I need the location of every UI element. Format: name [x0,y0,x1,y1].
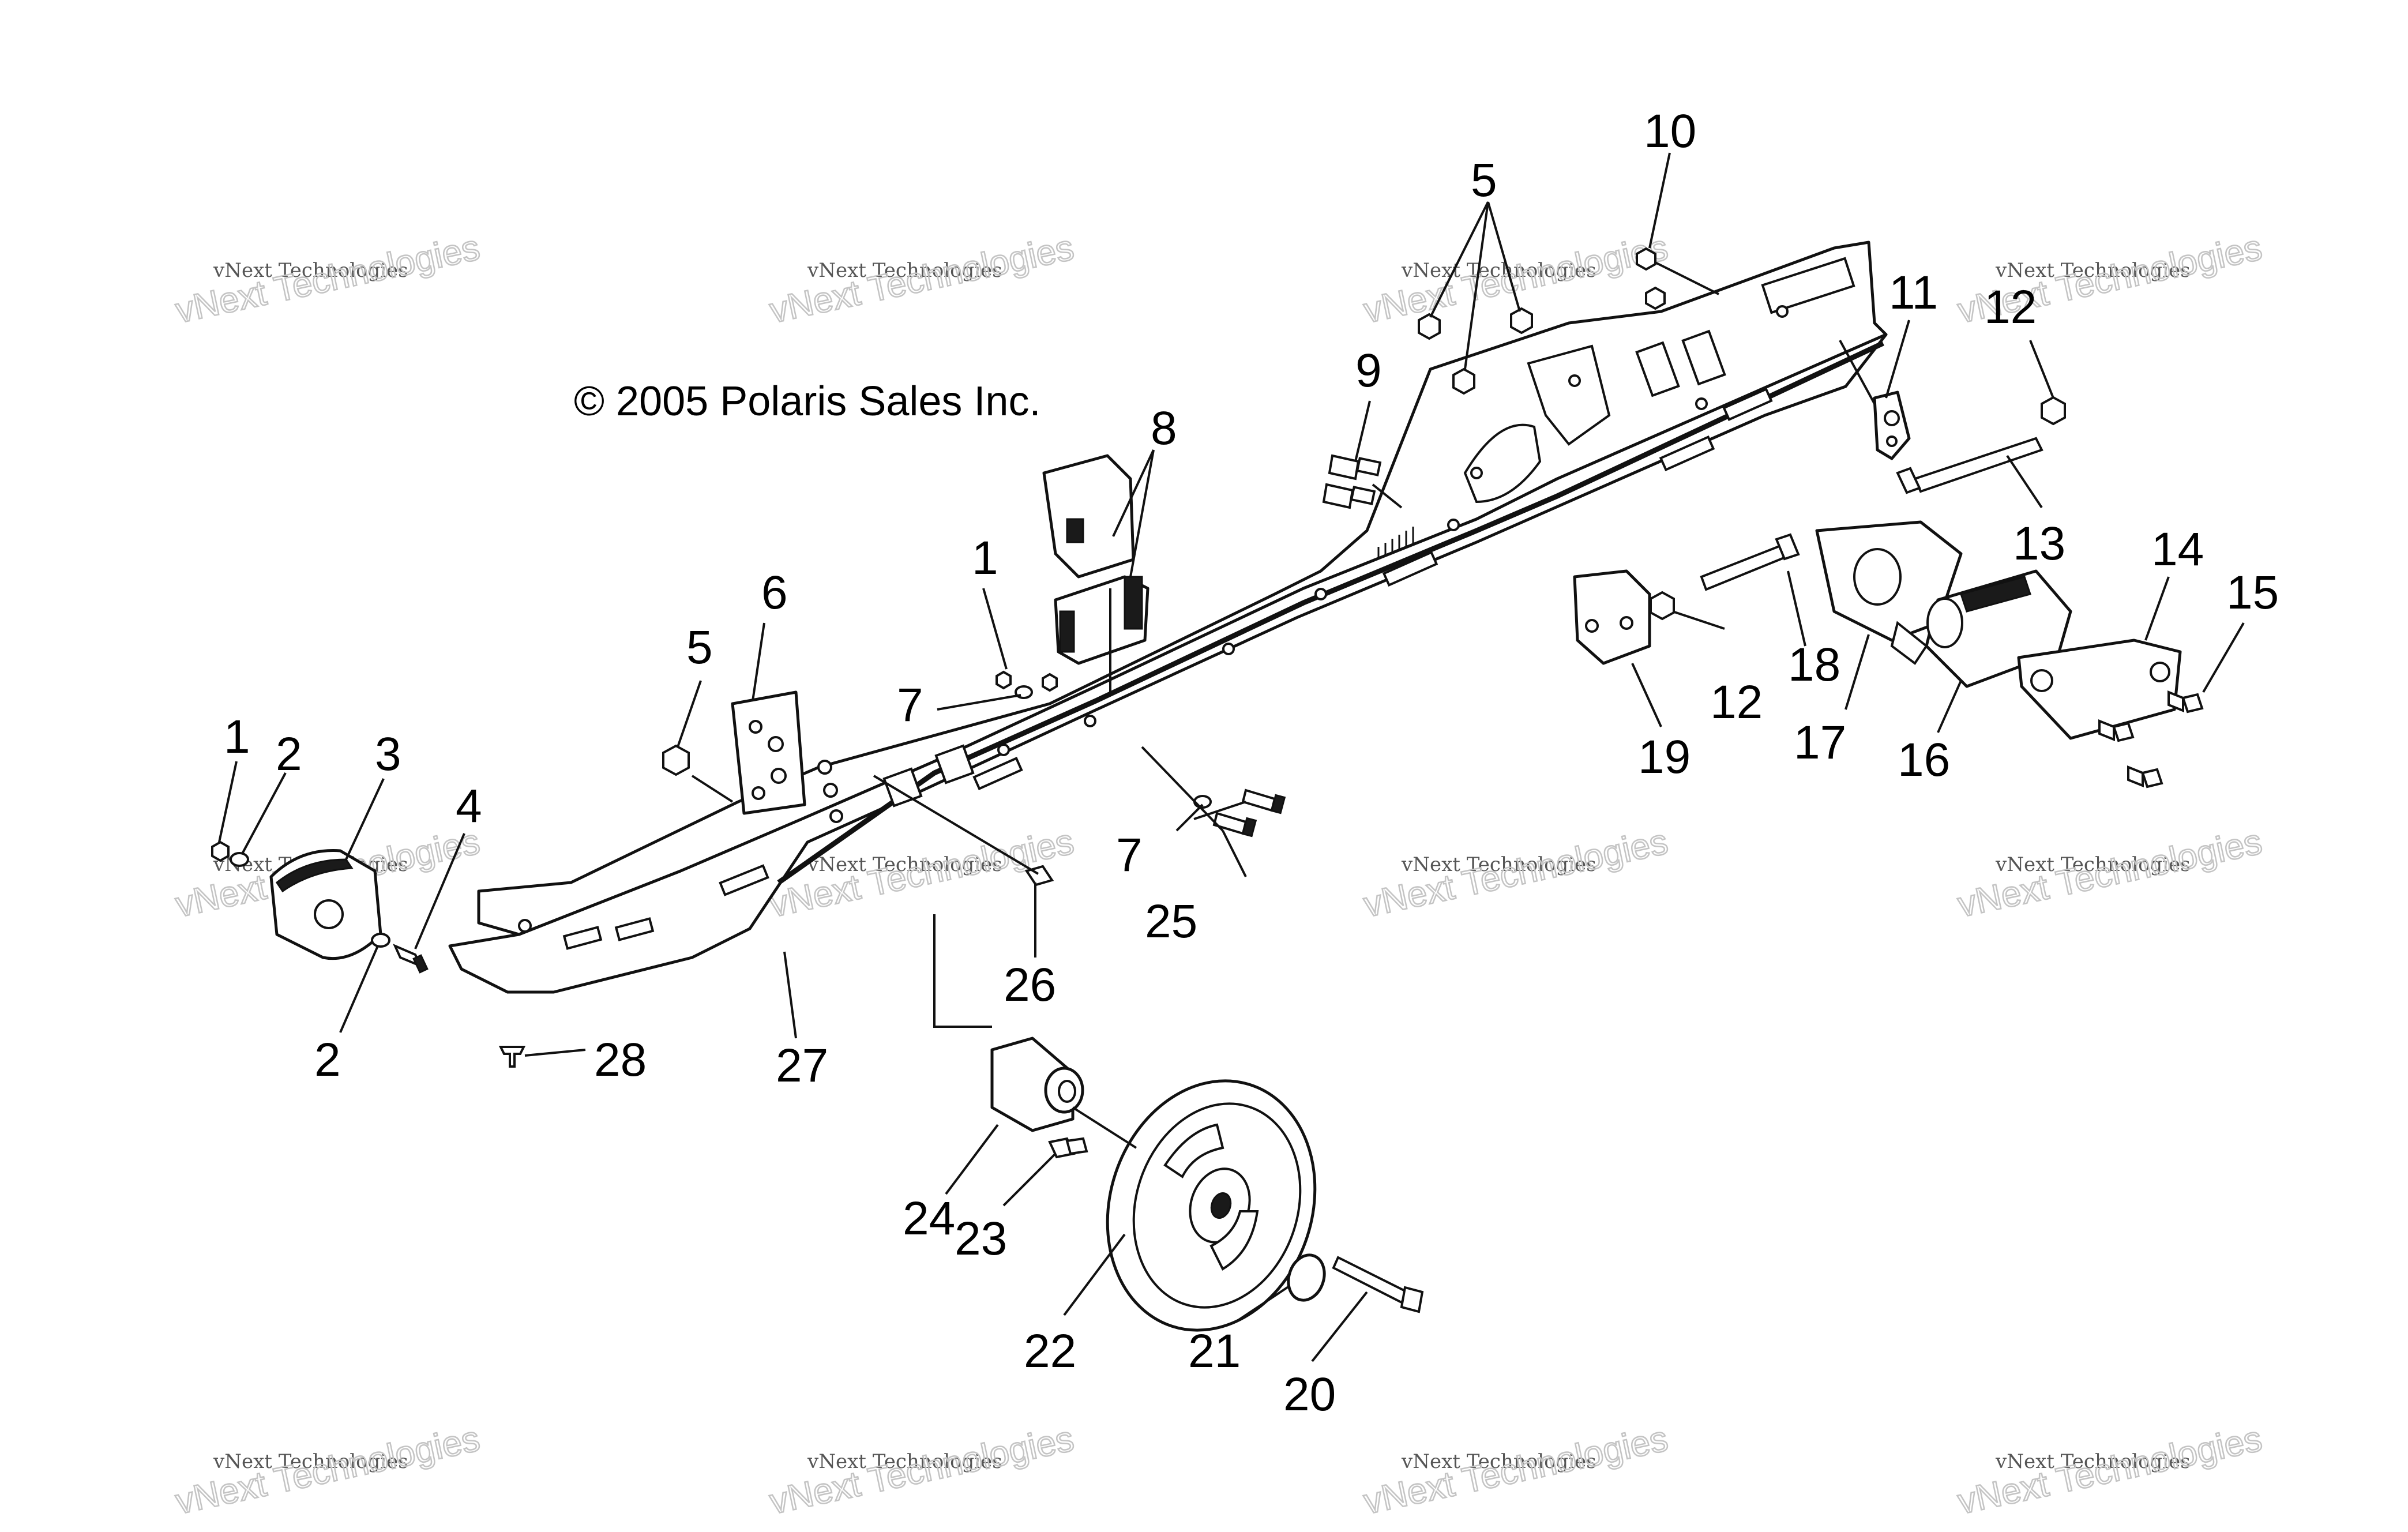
callout-label: 19 [1638,731,1691,783]
svg-text:vNext Technologies: vNext Technologies [1401,259,1596,282]
svg-text:vNext Technologies: vNext Technologies [807,853,1002,876]
part-2-washer-front [230,852,249,867]
part-8-bumper-blocks [1042,454,1149,665]
callout-label: 18 [1788,639,1840,691]
part-1-nut-front [211,840,230,862]
svg-text:vNext Technologies: vNext Technologies [213,1450,408,1473]
callout-label: 23 [955,1212,1007,1265]
callout-label: 11 [1889,266,1938,319]
callout-label: 2 [314,1034,341,1086]
callout-label: 22 [1024,1325,1076,1377]
part-17-mount [1815,520,1963,665]
callout-label: 12 [1710,676,1763,729]
svg-text:vNext Technologies: vNext Technologies [1401,1450,1596,1473]
callout-label: 9 [1355,344,1382,397]
part-10-nuts [1636,247,1666,310]
callout-label: 7 [897,679,923,731]
callout-label: 28 [594,1034,647,1086]
part-24-idler-bracket [990,1037,1084,1132]
callout-label: 4 [456,780,482,832]
callout-label: 10 [1644,105,1696,157]
part-21-washer [1287,1253,1326,1302]
part-4-bolt [393,944,429,974]
callout-label: 2 [276,728,302,780]
svg-text:vNext Technologies: vNext Technologies [1401,853,1596,876]
part-18-bolt [1700,533,1800,591]
part-19-block [1573,569,1651,665]
callout-label: 5 [686,621,713,674]
callout-label: 12 [1984,281,2037,333]
callout-label: 3 [375,728,401,780]
rail-bolt-holes [518,305,1789,933]
callout-label: 1 [224,711,250,763]
callout-label: 1 [972,532,998,584]
rail-slots [562,388,1773,950]
part-3-front-bumper [269,849,382,960]
svg-text:vNext Technologies: vNext Technologies [1995,853,2191,876]
copyright-notice: © 2005 Polaris Sales Inc. [574,378,1040,425]
callout-label: 14 [2151,523,2204,576]
callout-label: 7 [1116,829,1143,881]
plate-cutouts [882,257,1855,808]
part-23-bolt [1048,1137,1088,1159]
part-1-nut-mid [995,670,1012,690]
svg-text:vNext Technologies: vNext Technologies [807,1450,1002,1473]
part-25-bolts [1212,788,1286,838]
rail-wear-strip [777,340,1884,885]
callout-label: 26 [1004,959,1056,1011]
callout-label: 24 [903,1192,955,1245]
part-11-rear-bracket [1873,390,1911,460]
part-1-nut-mid-b [1042,673,1058,692]
part-12-nut-mid [1650,591,1675,621]
part-6-bracket-plate [731,690,806,815]
callout-label: 27 [776,1039,828,1092]
part-20-axle-bolt [1332,1256,1424,1313]
callout-label: 5 [1471,154,1497,206]
callout-label: 16 [1898,734,1950,786]
callout-label: 21 [1188,1325,1241,1377]
callout-label: 15 [2226,566,2279,619]
svg-text:vNext Technologies: vNext Technologies [807,259,1002,282]
part-9-bolts [1322,454,1382,509]
part-12-nut-rear [2041,396,2066,426]
callout-label: 13 [2013,517,2065,570]
part-28-rivet [498,1046,526,1068]
part-2-washer-lower [371,933,390,948]
part-22-idler-wheel [1106,1079,1317,1332]
svg-text:vNext Technologies: vNext Technologies [213,259,408,282]
part-15-bolts [2098,690,2204,788]
svg-text:vNext Technologies: vNext Technologies [1995,259,2191,282]
callout-label: 20 [1283,1368,1336,1421]
copyright-text: © 2005 Polaris Sales Inc. [574,378,1040,425]
rail-scale-marks [1377,527,1414,560]
svg-text:vNext Technologies: vNext Technologies [1995,1450,2191,1473]
part-5-nuts-top [1418,307,1533,395]
callout-label: 8 [1151,402,1177,455]
part-5-nut-left [662,744,690,776]
callout-labels: 1 2 3 4 2 5 6 1 7 8 5 9 10 11 12 13 12 1… [224,105,2279,1421]
part-14-plate [2017,639,2182,740]
callout-label: 17 [1794,716,1846,769]
rail-upper-plate [477,241,1888,936]
leader-lines [218,152,2245,1362]
callout-label: 6 [761,566,788,619]
part-13-axle-bolt [1896,437,2043,494]
callout-label: 25 [1145,895,1197,948]
rail-assembly [448,241,1888,994]
